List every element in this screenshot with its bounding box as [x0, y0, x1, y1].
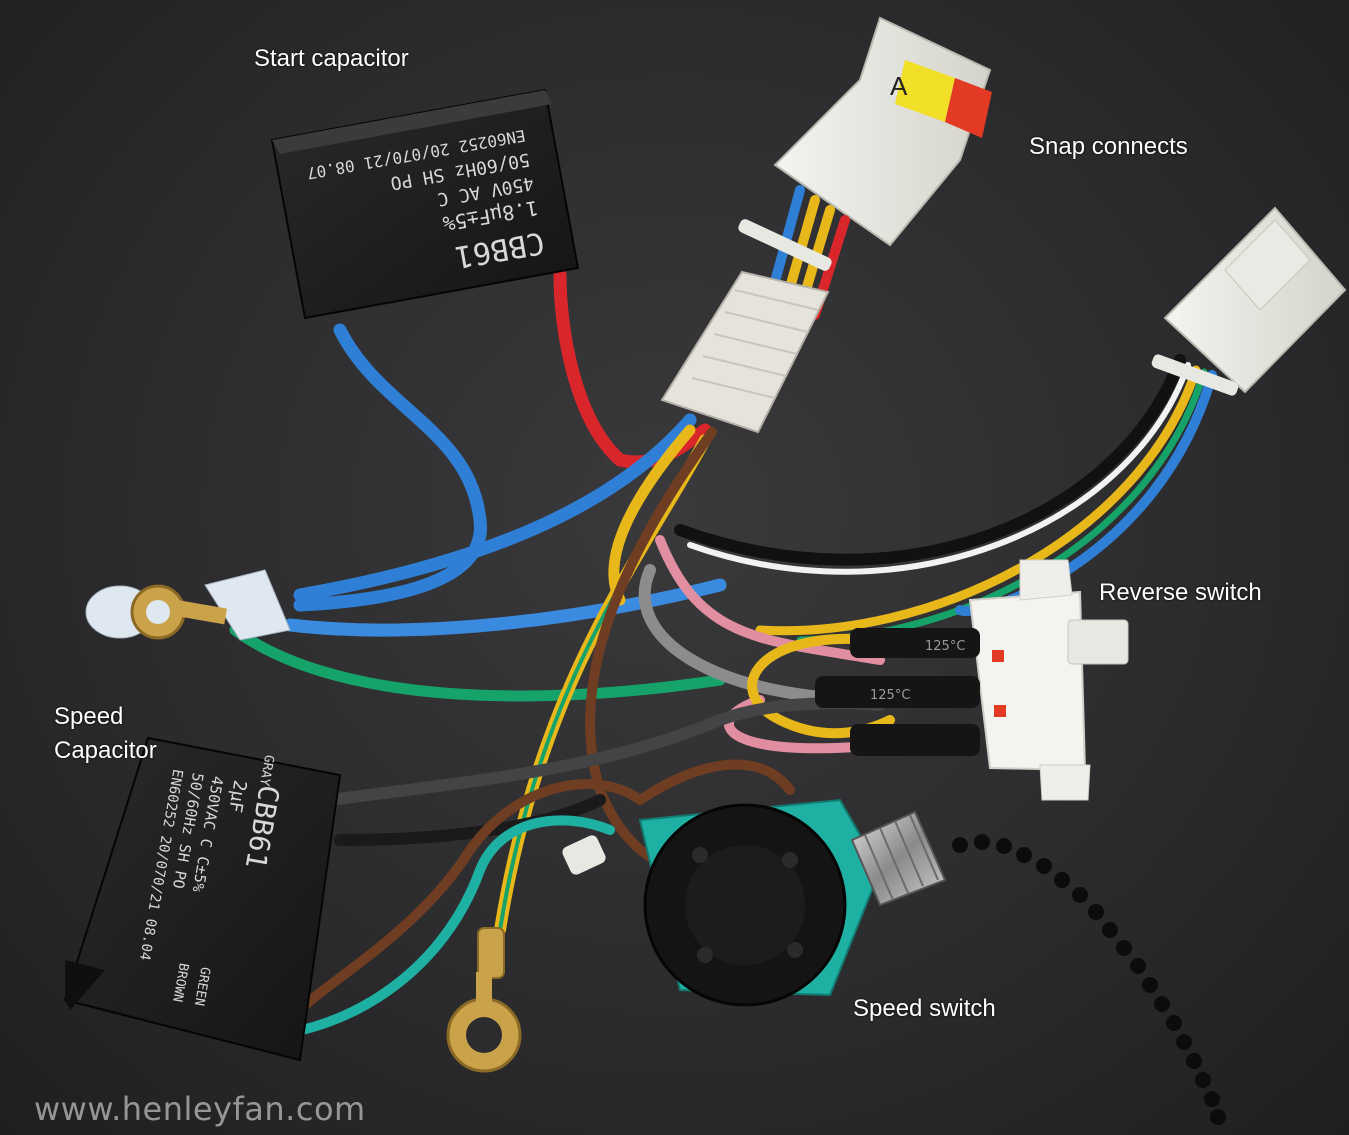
label-speed-capacitor-line2: Capacitor [54, 737, 157, 764]
wire-blue-start-cap [293, 323, 487, 612]
wire-blue-bundle-1 [293, 413, 697, 602]
zip-tie-lower [562, 835, 606, 875]
ring-terminal-left [85, 569, 291, 641]
wire-yellow-sleeve [608, 424, 696, 606]
label-reverse-switch: Reverse switch [1099, 579, 1262, 606]
wire-brown-sleeve [585, 427, 717, 865]
wire-pink-loop [655, 535, 885, 665]
wire-brown-cap [295, 779, 645, 1015]
reverse-switch: 125°C 125°C [815, 559, 1129, 801]
wire-green-ground [229, 624, 726, 702]
speed-switch [638, 798, 947, 1007]
label-snap-connects: Snap connects [1029, 133, 1188, 160]
wire-black-2 [334, 794, 606, 846]
wire-teal-cap [265, 815, 615, 1040]
speed-cap-brown: BROWN [169, 962, 191, 1003]
ring-terminal-lower [446, 927, 522, 1073]
label-start-capacitor: Start capacitor [254, 45, 409, 72]
connector-mark: A [890, 71, 908, 101]
snap-connector-right [1151, 206, 1347, 396]
label-speed-capacitor-line1: Speed [54, 703, 124, 730]
wire-blue-bundle-2 [283, 578, 727, 637]
speed-cap-gray: GRAY [256, 754, 276, 788]
fabric-sleeve [660, 270, 830, 434]
start-capacitor: CBB61 1.8μF±5% 450V AC C 50/60Hz SH PO E… [270, 88, 580, 320]
wire-darkgray-1 [324, 697, 886, 806]
snap-connector-top: A [738, 16, 992, 320]
heat-shrink-print-2: 125°C [870, 688, 910, 703]
heat-shrink-print-1: 125°C [925, 639, 965, 654]
wire-white-right [687, 362, 1191, 575]
label-speed-switch: Speed switch [853, 995, 996, 1022]
watermark: www.henleyfan.com [34, 1090, 366, 1128]
speed-cap-green: GREEN [191, 966, 213, 1007]
speed-capacitor: CBB61 2μF 450VAC C C±5% 50/60Hz SH PO EN… [63, 736, 342, 1062]
pull-chain [952, 834, 1226, 1125]
wire-brown-cap-2 [635, 759, 795, 805]
wire-black-right [674, 354, 1186, 566]
